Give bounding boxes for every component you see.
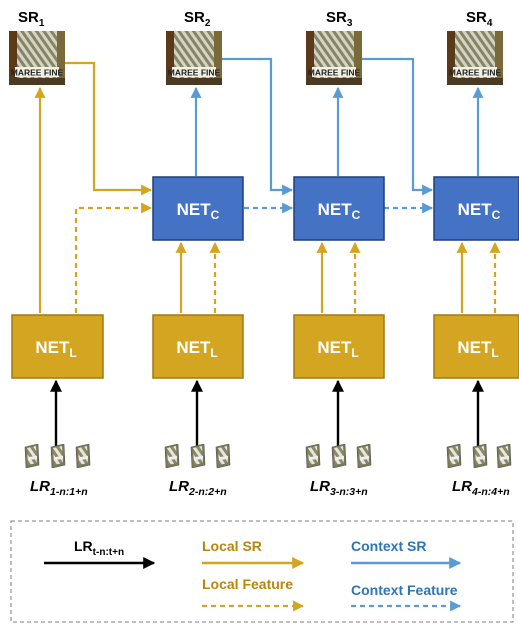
- sr-label-3: SR3: [326, 9, 353, 29]
- local-sr-arrows: [34, 61, 468, 313]
- net-l-box-2: NETL: [152, 314, 244, 379]
- sr-label-1: SR1: [18, 9, 45, 29]
- legend-local-feature-label: Local Feature: [202, 576, 293, 592]
- net-c-box-2: NETC: [152, 176, 244, 241]
- sr-image-icon-1: [9, 31, 65, 85]
- legend-border: [10, 520, 514, 623]
- svg-text:NETC: NETC: [177, 200, 220, 222]
- legend-local-sr-label: Local SR: [202, 538, 262, 554]
- lr-frame-stack-icon-2: [164, 444, 231, 468]
- net-l-box-3: NETL: [293, 314, 385, 379]
- sr-image-icon-3: [306, 31, 362, 85]
- lr-frame-stack-icon-3: [305, 444, 372, 468]
- svg-text:NETL: NETL: [35, 338, 76, 360]
- sr-label-2: SR2: [184, 9, 211, 29]
- svg-text:NETL: NETL: [176, 338, 217, 360]
- context-sr-link-2-3: [222, 57, 294, 196]
- local-feature-link-1-2: [74, 202, 153, 313]
- input-arrows: [50, 379, 484, 450]
- svg-text:NETC: NETC: [458, 200, 501, 222]
- svg-text:NETL: NETL: [317, 338, 358, 360]
- lr-frames-row: [24, 444, 512, 468]
- lr-label-4: LR4-n:4+n: [452, 478, 510, 498]
- legend-context-feature-label: Context Feature: [351, 582, 458, 598]
- sr-image-icon-4: [447, 31, 503, 85]
- lr-frame-stack-icon-4: [446, 444, 512, 468]
- lr-label-3: LR3-n:3+n: [310, 478, 368, 498]
- sr-row: SR1 SR2 SR3 SR4: [9, 9, 503, 85]
- lr-labels-row: LR1-n:1+n LR2-n:2+n LR3-n:3+n LR4-n:4+n: [30, 478, 510, 498]
- context-sr-arrows: [190, 57, 484, 196]
- net-c-box-3: NETC: [293, 176, 385, 241]
- net-c-row: NETC NETC NETC: [152, 176, 519, 241]
- lr-label-1: LR1-n:1+n: [30, 478, 88, 498]
- legend: LRt-n:t+n Local SR Local Feature Context…: [10, 520, 514, 623]
- context-sr-link-3-4: [362, 57, 434, 196]
- legend-input-label: LRt-n:t+n: [74, 538, 124, 558]
- net-l-box-1: NETL: [11, 314, 104, 379]
- svg-text:NETL: NETL: [457, 338, 498, 360]
- local-feature-arrows: [74, 202, 501, 313]
- svg-text:NETC: NETC: [318, 200, 361, 222]
- net-l-box-4: NETL: [433, 314, 519, 379]
- sr-image-icon-2: [166, 31, 222, 85]
- net-c-box-4: NETC: [433, 176, 519, 241]
- local-sr-link-1-2: [65, 61, 153, 196]
- lr-label-2: LR2-n:2+n: [169, 478, 227, 498]
- sr-label-4: SR4: [466, 9, 493, 29]
- net-l-row: NETL NETL NETL NETL: [11, 314, 519, 379]
- legend-context-sr-label: Context SR: [351, 538, 426, 554]
- lr-frame-stack-icon-1: [24, 444, 91, 468]
